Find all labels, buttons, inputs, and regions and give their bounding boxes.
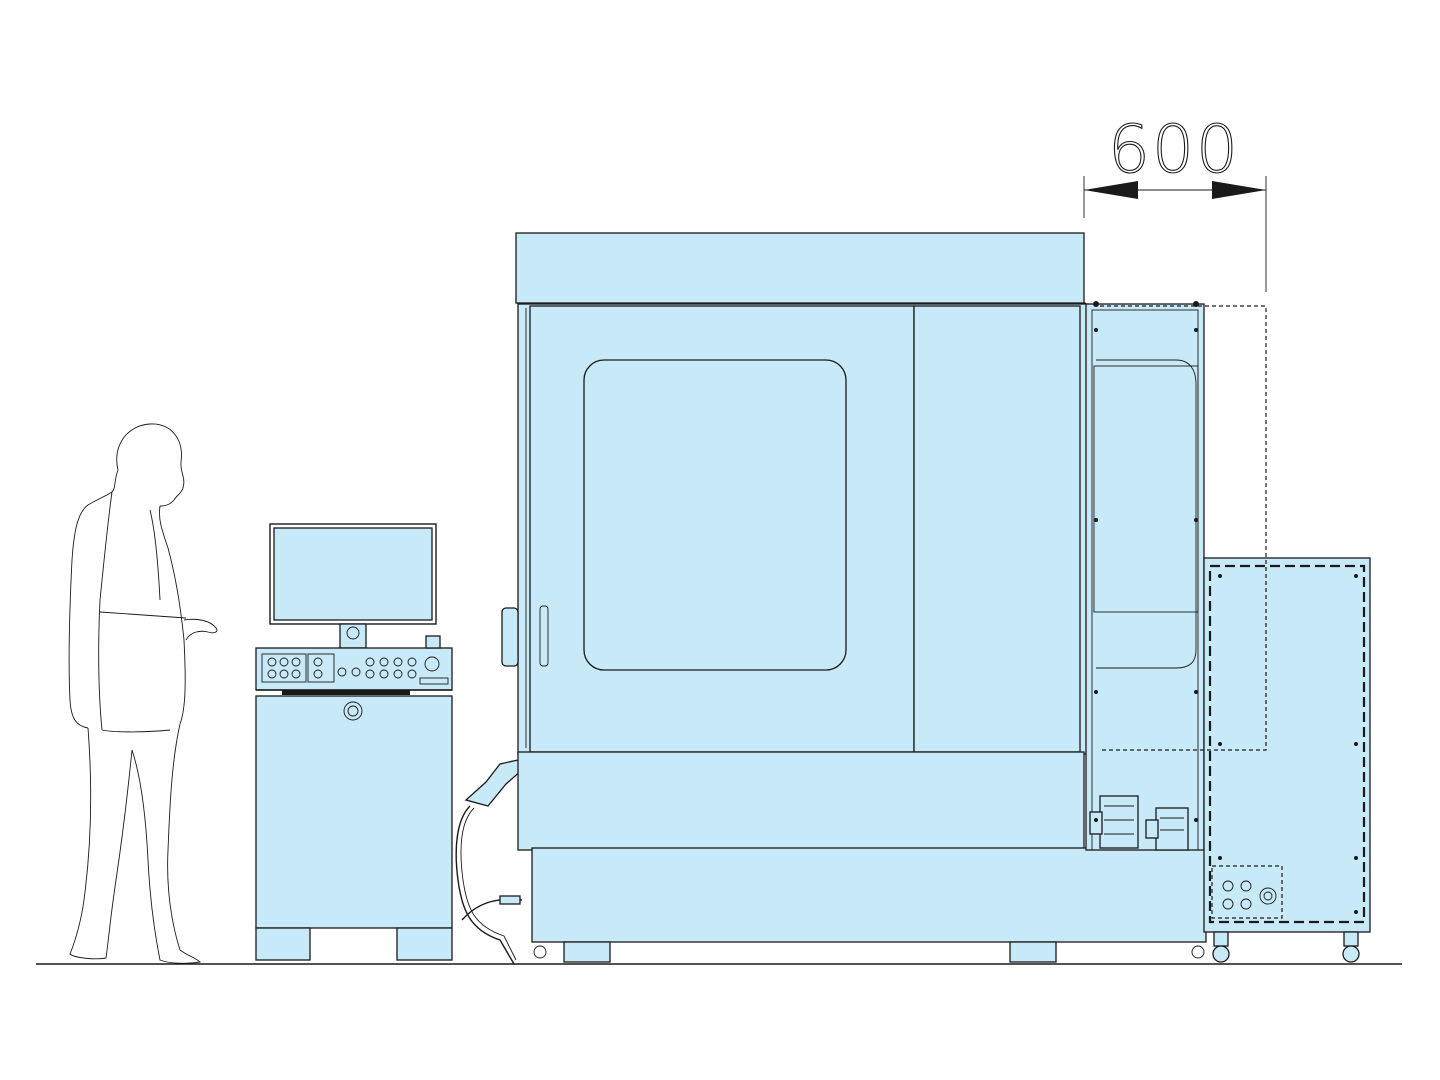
- collector-cabinet: [1203, 557, 1371, 933]
- monitor-screen: [273, 527, 433, 621]
- console-foot-right: [396, 927, 453, 961]
- extension-outline: [1100, 305, 1267, 751]
- console-foot-left: [255, 927, 311, 961]
- compartment-panel-outline: [1096, 359, 1197, 669]
- dimension-arrow-left-icon: [1084, 181, 1138, 199]
- pump-left-icon: [1089, 795, 1139, 849]
- door-handle: [501, 607, 519, 667]
- monitor-stand: [339, 623, 367, 649]
- emergency-stop-button: [425, 635, 441, 649]
- main-machine: [501, 232, 1207, 963]
- monitor-stand-knob: [346, 626, 360, 640]
- door-window: [583, 359, 847, 671]
- keyboard-slot: [282, 690, 410, 695]
- pump-right-icon: [1145, 807, 1189, 851]
- dimension-600: 600: [1083, 110, 1267, 292]
- panel-buttons: [261, 653, 449, 685]
- spray-gun-icon: [464, 759, 523, 807]
- control-console: [255, 523, 453, 961]
- cabinet-lock: [343, 701, 363, 721]
- dimension-value: 600: [1108, 111, 1240, 188]
- dimension-arrow-right-icon: [1212, 181, 1266, 199]
- compartment-frame: [1085, 303, 1205, 851]
- compartment-window: [1093, 365, 1199, 613]
- connector-panel: [1211, 865, 1283, 919]
- service-compartment: [1085, 301, 1205, 851]
- side-panel: [913, 305, 1081, 753]
- collector-casters: [1212, 931, 1360, 963]
- machine-base: [517, 751, 1085, 851]
- machine-roof: [515, 232, 1085, 304]
- air-hose: [455, 759, 523, 965]
- hose-coupling: [499, 895, 521, 905]
- console-cabinet: [255, 695, 453, 929]
- person-silhouette: [68, 423, 218, 964]
- machine-plinth: [531, 847, 1207, 943]
- machine-foot-left: [563, 941, 611, 963]
- connector-ports: [1222, 880, 1277, 910]
- dust-collector-unit: [1203, 557, 1371, 963]
- control-panel: [255, 647, 453, 691]
- machine-foot-right: [1009, 941, 1057, 963]
